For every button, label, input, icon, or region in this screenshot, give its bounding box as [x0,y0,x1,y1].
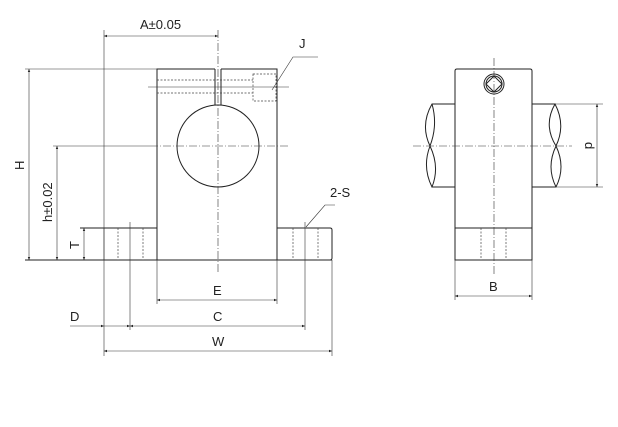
side-body [454,68,533,261]
label-H: H [12,161,27,170]
shaft-left [425,103,455,188]
leader-2S [305,204,335,228]
label-E: E [213,283,222,298]
main-body [156,68,278,260]
leader-J [271,56,318,91]
label-T: T [67,241,82,249]
bolt-head-hidden [252,73,277,102]
label-C: C [213,309,222,324]
shaft-right [532,103,562,188]
label-J: J [299,36,306,51]
right-flange [277,227,333,261]
label-D: D [70,309,79,324]
label-A: A±0.05 [140,17,181,32]
label-2S: 2-S [330,185,351,200]
label-d: d [582,142,597,149]
label-W: W [212,334,225,349]
label-B: B [489,279,498,294]
front-view: A±0.05 J H h±0.02 T 2-S E D C W [12,17,351,356]
label-h: h±0.02 [40,182,55,222]
side-view: d B [413,58,603,300]
